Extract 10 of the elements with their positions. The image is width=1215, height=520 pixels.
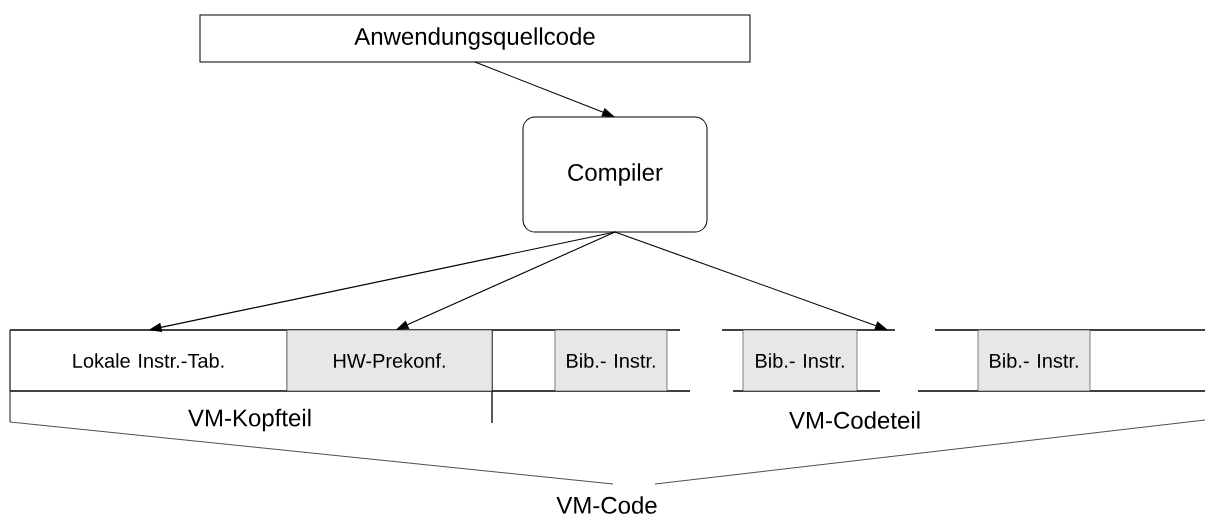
part-label: VM-Codeteil	[787, 409, 924, 431]
table-cell: Bib.- Instr.	[742, 329, 858, 392]
table-cell: Bib.- Instr.	[554, 329, 668, 392]
part-label: VM-Code	[554, 494, 660, 516]
table-cell: Lokale Instr.-Tab.	[9, 329, 288, 392]
table-cell: HW-Prekonf.	[286, 329, 493, 392]
part-label: VM-Kopfteil	[186, 406, 315, 434]
compiler-box: Compiler	[522, 116, 708, 233]
table-cell: Bib.- Instr.	[977, 329, 1091, 392]
source-code-box: Anwendungsquellcode	[199, 14, 751, 63]
